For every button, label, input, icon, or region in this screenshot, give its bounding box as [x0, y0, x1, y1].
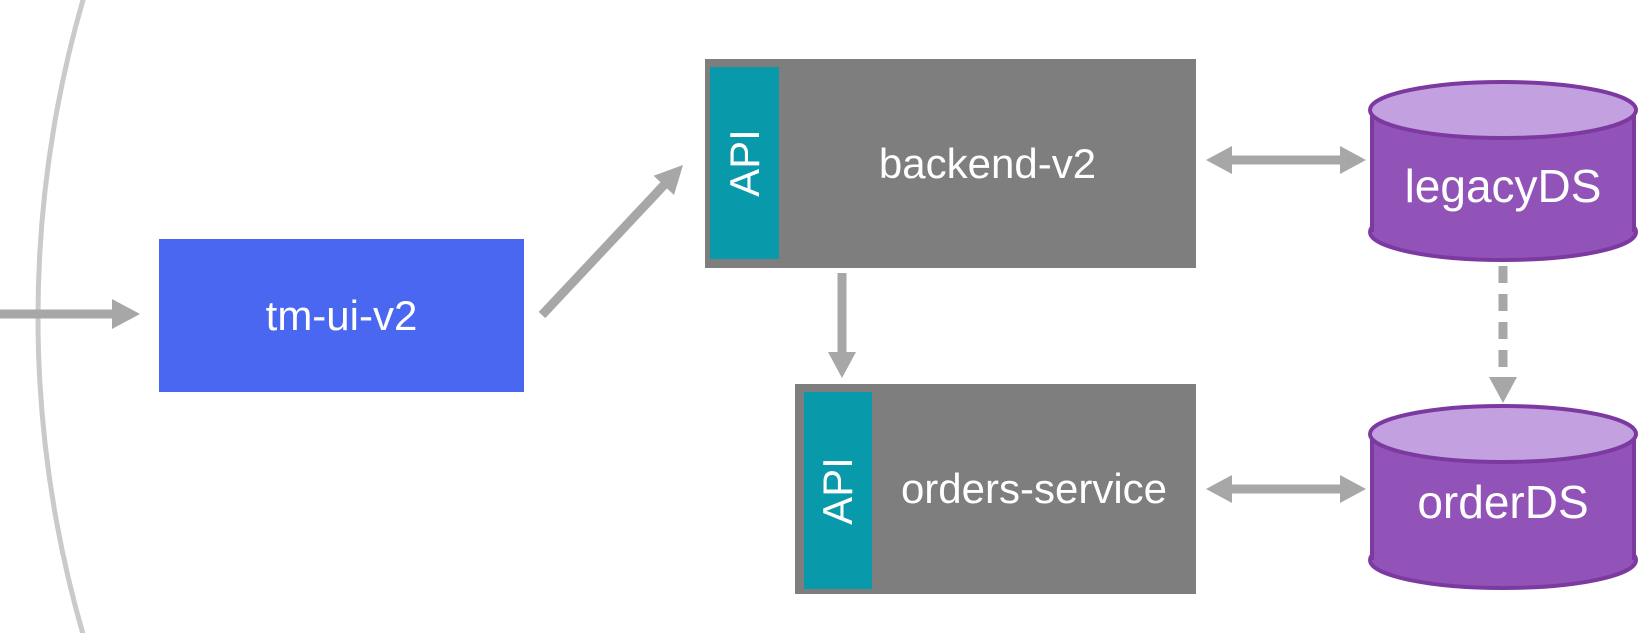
arrow-backend-legacyds	[1206, 146, 1366, 174]
node-tm-ui-v2-label: tm-ui-v2	[265, 291, 418, 339]
backend-api-label: API	[720, 129, 768, 197]
node-orders-service: API orders-service	[795, 384, 1196, 594]
backend-api-strip: API	[710, 67, 779, 259]
orders-api-strip: API	[804, 392, 872, 589]
node-backend-v2: API backend-v2	[705, 59, 1196, 268]
database-cylinder-orderds	[1368, 404, 1638, 590]
arrow-tm-ui-to-backend	[538, 165, 683, 319]
node-backend-v2-label: backend-v2	[878, 139, 1097, 187]
legacyds-label: legacyDS	[1404, 160, 1602, 212]
arrow-legacyds-to-orderds-dashed	[1489, 266, 1517, 403]
arrow-backend-to-orders	[828, 273, 856, 378]
orders-api-label: API	[813, 456, 861, 525]
database-cylinder-legacyds	[1368, 80, 1638, 262]
arrow-incoming-to-tm-ui	[0, 299, 140, 329]
arrow-orders-orderds	[1206, 475, 1366, 503]
node-tm-ui-v2: tm-ui-v2	[159, 239, 524, 392]
orderds-label: orderDS	[1417, 476, 1589, 528]
node-orders-service-label: orders-service	[900, 465, 1168, 512]
